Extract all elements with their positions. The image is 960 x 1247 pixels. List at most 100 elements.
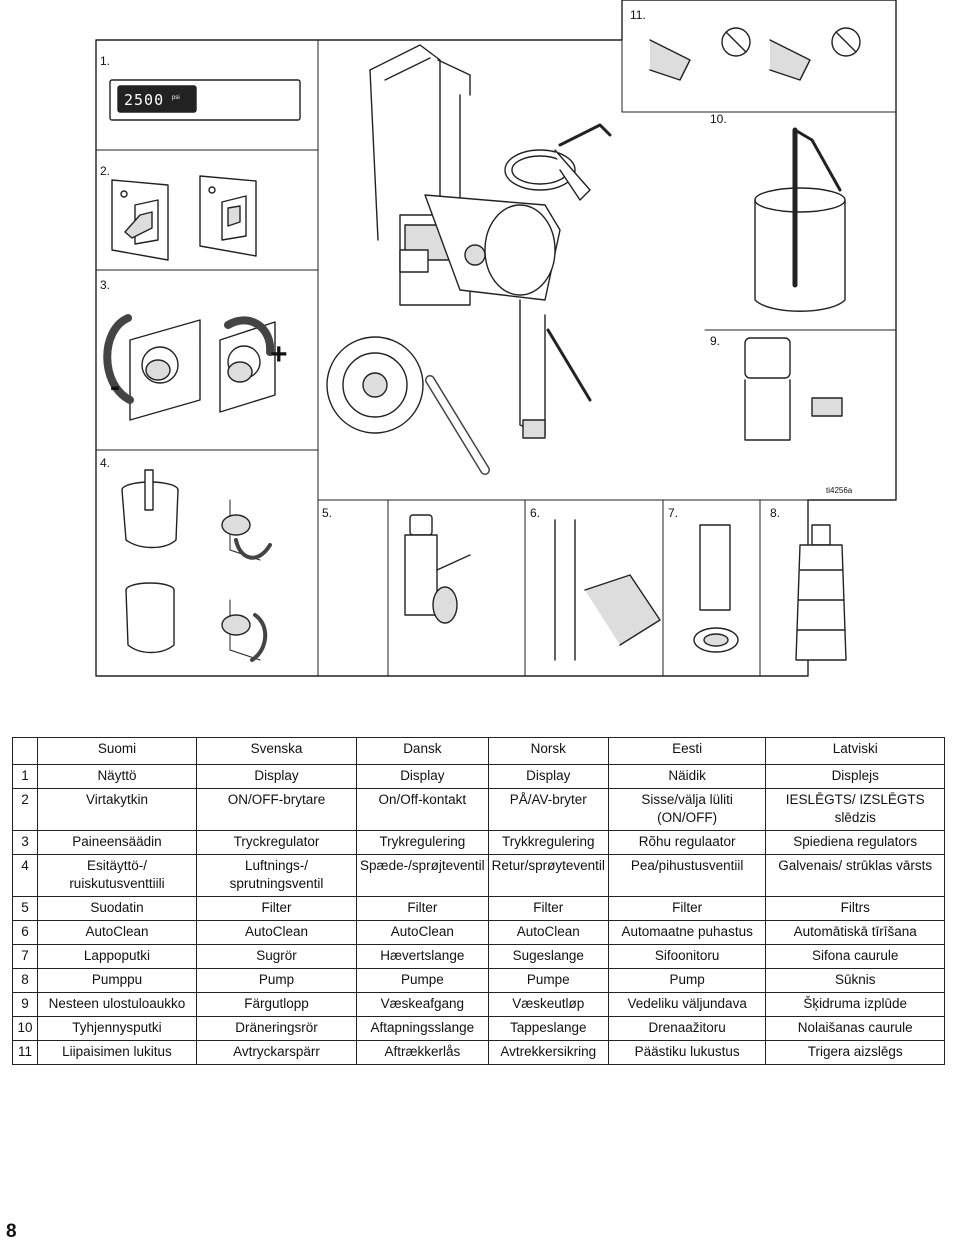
cell-norwegian: Display — [487, 764, 609, 789]
parts-legend-table: Suomi Svenska Dansk Norsk Eesti Latviski… — [12, 737, 945, 1065]
cell-latvian: Šķidruma izplūde — [765, 992, 945, 1017]
cell-danish: Trykregulering — [356, 830, 489, 855]
cell-norwegian: Væskeutløp — [487, 992, 609, 1017]
sprayer-illustration: 1. 2. 3. 4. 5. 6. 7. 8. 9. 10. 11. 2500 … — [95, 0, 897, 677]
prime-valve-detail — [121, 469, 272, 662]
cell-swedish: Färgutlopp — [195, 992, 358, 1017]
page-number: 8 — [6, 1221, 17, 1242]
cell-swedish: Sugrör — [195, 944, 358, 969]
cell-finnish: Nesteen ulostuloaukko — [37, 992, 197, 1017]
cell-finnish: Lappoputki — [37, 944, 197, 969]
cell-latvian: Trigera aizslēgs — [765, 1040, 945, 1065]
cell-danish: Filter — [356, 896, 489, 921]
row-number: 3 — [12, 830, 38, 855]
table-header-number — [12, 737, 38, 765]
cell-swedish: Display — [195, 764, 358, 789]
sprayer-main-unit — [326, 44, 592, 475]
cell-swedish: Luftnings-/ sprutningsventil — [195, 854, 358, 897]
table-header-finnish: Suomi — [37, 737, 197, 765]
cell-finnish: Näyttö — [37, 764, 197, 789]
panel-label-11: 11. — [630, 8, 646, 22]
row-number: 11 — [12, 1040, 38, 1065]
cell-swedish: Avtryckarspärr — [195, 1040, 358, 1065]
cell-swedish: Dräneringsrör — [195, 1016, 358, 1041]
cell-estonian: Automaatne puhastus — [607, 920, 767, 945]
trigger-lock-detail — [649, 27, 861, 81]
spray-hose-gun — [504, 123, 612, 201]
siphon-tube-detail — [693, 524, 739, 653]
increase-sign: + — [270, 338, 288, 371]
cell-norwegian: Tappeslange — [487, 1016, 609, 1041]
table-header-row: Suomi Svenska Dansk Norsk Eesti Latviski — [12, 737, 945, 765]
cell-latvian: Automātiskā tīrīšana — [765, 920, 945, 945]
cell-finnish: Esitäyttö-/ ruiskutusventtiili — [37, 854, 197, 897]
cell-estonian: Sifoonitoru — [607, 944, 767, 969]
cell-estonian: Rõhu regulaator — [607, 830, 767, 855]
panel-label-4: 4. — [100, 456, 111, 470]
cell-finnish: Virtakytkin — [37, 788, 197, 831]
cell-danish: Væskeafgang — [356, 992, 489, 1017]
display-unit: psi — [172, 95, 180, 101]
cell-swedish: Pump — [195, 968, 358, 993]
cell-norwegian: Retur/sprøyteventil — [487, 854, 609, 897]
cell-estonian: Näidik — [607, 764, 767, 789]
panel-label-7: 7. — [668, 506, 679, 520]
table-header-swedish: Svenska — [195, 737, 358, 765]
table-header-danish: Dansk — [356, 737, 489, 765]
power-switch-detail — [111, 175, 257, 261]
cell-danish: AutoClean — [356, 920, 489, 945]
cell-finnish: Liipaisimen lukitus — [37, 1040, 197, 1065]
cell-swedish: ON/OFF-brytare — [195, 788, 358, 831]
cell-norwegian: AutoClean — [487, 920, 609, 945]
cell-latvian: Sifona caurule — [765, 944, 945, 969]
cell-norwegian: Pumpe — [487, 968, 609, 993]
cell-danish: Aftapningsslange — [356, 1016, 489, 1041]
cell-danish: On/Off-kontakt — [356, 788, 489, 831]
autoclean-detail — [554, 519, 661, 661]
cell-latvian: Sūknis — [765, 968, 945, 993]
cell-danish: Hævertslange — [356, 944, 489, 969]
cell-finnish: Tyhjennysputki — [37, 1016, 197, 1041]
cell-danish: Pumpe — [356, 968, 489, 993]
cell-norwegian: PÅ/AV-bryter — [487, 788, 609, 831]
cell-latvian: Nolaišanas caurule — [765, 1016, 945, 1041]
cell-swedish: Filter — [195, 896, 358, 921]
panel-label-3: 3. — [100, 278, 111, 292]
display-detail — [109, 79, 301, 121]
cell-norwegian: Avtrekkersikring — [487, 1040, 609, 1065]
row-number: 2 — [12, 788, 38, 831]
cell-finnish: Pumppu — [37, 968, 197, 993]
panel-label-2: 2. — [100, 164, 111, 178]
row-number: 8 — [12, 968, 38, 993]
sprayer-illustration-svg — [95, 0, 897, 677]
cell-estonian: Pump — [607, 968, 767, 993]
pressure-knob-detail — [103, 314, 276, 421]
table-header-estonian: Eesti — [607, 737, 767, 765]
row-number: 7 — [12, 944, 38, 969]
table-header-norwegian: Norsk — [487, 737, 609, 765]
cell-danish: Display — [356, 764, 489, 789]
drain-bucket-detail — [754, 127, 846, 312]
table-header-latvian: Latviski — [765, 737, 945, 765]
cell-finnish: Suodatin — [37, 896, 197, 921]
cell-estonian: Vedeliku väljundava — [607, 992, 767, 1017]
cell-estonian: Päästiku lukustus — [607, 1040, 767, 1065]
cell-estonian: Sisse/välja lüliti (ON/OFF) — [607, 788, 767, 831]
cell-latvian: Displejs — [765, 764, 945, 789]
row-number: 5 — [12, 896, 38, 921]
cell-finnish: Paineensäädin — [37, 830, 197, 855]
panel-left-divider — [95, 39, 319, 677]
cell-norwegian: Sugeslange — [487, 944, 609, 969]
cell-estonian: Pea/pihustusventiil — [607, 854, 767, 897]
row-number: 1 — [12, 764, 38, 789]
